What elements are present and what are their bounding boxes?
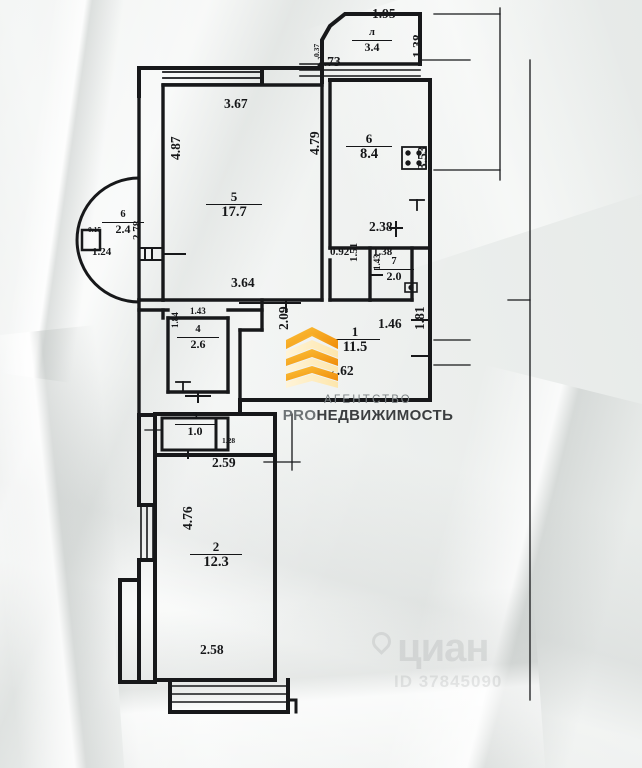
lower-balcony-glazing — [140, 504, 154, 561]
dimension-loggia-bottom: 2.73 — [317, 54, 341, 69]
bottom-balcony-glazing — [169, 685, 289, 703]
dimension-room3-bottom: 2.59 — [212, 455, 236, 470]
door-kitchen — [389, 221, 403, 237]
dimension-room5-left: 4.87 — [168, 136, 183, 160]
room-label-loggia: л 3.4 — [352, 27, 392, 53]
room3-walls — [160, 416, 230, 452]
cian-brand-row: циан — [368, 626, 622, 670]
sink-icon — [404, 282, 418, 293]
room-label-6: 6 8.4 — [346, 132, 392, 162]
room-label-balcony: 6 2.4 — [102, 209, 144, 235]
balcony-return — [286, 698, 298, 714]
dimension-room4-top: 1.43 — [190, 306, 206, 316]
map-pin-icon — [368, 628, 395, 655]
dimension-ticks — [144, 7, 531, 701]
dimension-room5-bottom: 3.64 — [231, 275, 255, 290]
window-room5 — [162, 71, 263, 85]
bathtub-icon — [175, 381, 191, 393]
bottom-balcony — [168, 678, 290, 714]
agency-pro-prefix: PRO — [282, 407, 317, 425]
dimension-room6-bottom: 2.38 — [369, 219, 393, 234]
dimension-room7-inner: 1.43 — [372, 254, 382, 270]
door-room4 — [185, 391, 211, 403]
dimension-room4-left: 1.84 — [170, 312, 180, 328]
dimension-loggia-top: 1.95 — [372, 6, 396, 21]
room-label-3: 3 1.0 — [175, 411, 215, 437]
door-room7 — [369, 267, 383, 283]
cian-listing-id: ID 37845090 — [394, 672, 503, 691]
room-label-4: 4 2.6 — [177, 324, 219, 350]
agency-logo-icon — [286, 327, 338, 388]
room-label-2: 2 12.3 — [190, 540, 242, 570]
dimension-room2-bottom: 2.58 — [200, 642, 224, 657]
dimension-loggia-diagonal: 0.37 — [312, 43, 321, 57]
dimension-balcony-small: 0.15 — [88, 225, 102, 234]
agency-line-2: PROНЕДВИЖИМОСТЬ — [243, 407, 493, 424]
dimension-loggia-right: 1.38 — [410, 34, 425, 58]
door-room5 — [239, 299, 301, 314]
stove-icon — [401, 146, 427, 170]
agency-name-rest: НЕДВИЖИМОСТЬ — [316, 407, 454, 425]
dimension-room5-top: 3.67 — [224, 96, 248, 111]
room-label-7: 7 2.0 — [374, 256, 414, 282]
dimension-room7-top: 1.38 — [373, 246, 393, 258]
cian-watermark: циан ID 37845090 — [368, 626, 622, 692]
toilet-icon — [409, 199, 425, 211]
agency-line-1: АГЕНТСТВО — [324, 394, 412, 406]
cian-brand-text: циан — [397, 626, 490, 670]
dimension-balcony-depth: 2.78 — [131, 220, 143, 240]
dimension-room7-left: 1.51 — [348, 242, 360, 262]
dimension-room7-outer-left: 0.92 — [330, 246, 350, 258]
dimension-hall-right: 1.46 — [378, 316, 402, 331]
door-entry — [411, 319, 431, 357]
dimension-room6-right: 3.53 — [415, 146, 430, 170]
dimension-room5-right: 4.79 — [307, 131, 322, 155]
room-label-1: 1 11.5 — [330, 325, 380, 355]
lower-left-outer — [118, 413, 157, 684]
balcony-door — [138, 247, 186, 261]
exterior-walls — [137, 55, 432, 402]
room-label-5: 5 17.7 — [206, 190, 262, 220]
agency-watermark-text: АГЕНТСТВО PROНЕДВИЖИМОСТЬ — [243, 393, 493, 425]
dimension-balcony-width: 1.24 — [92, 246, 112, 258]
semicircular-balcony — [75, 176, 141, 304]
dimension-hall-right-lower: 1.81 — [412, 306, 427, 330]
dimension-room3-right: 1.28 — [222, 436, 236, 445]
dimension-room2-left: 4.76 — [180, 506, 195, 530]
